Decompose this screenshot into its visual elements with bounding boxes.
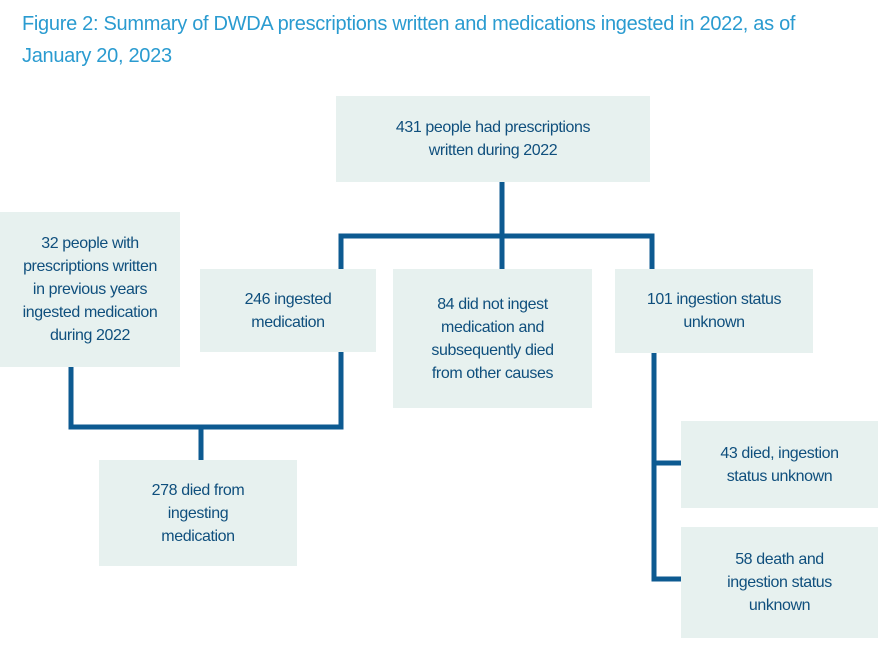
node-text-line: 84 did not ingest	[437, 295, 548, 313]
node-text-line: unknown	[683, 314, 745, 331]
node-total-prescriptions: 431 people had prescriptions written dur…	[336, 96, 650, 182]
node-ingested: 246 ingested medication	[200, 269, 376, 352]
figure-title-line-2: January 20, 2023	[22, 45, 172, 67]
node-text-line: 278 died from	[151, 481, 245, 499]
node-text-line: medication and	[441, 318, 544, 336]
node-status-unknown: 101 ingestion status unknown	[615, 269, 813, 353]
node-text-line: 58 death and	[735, 551, 824, 568]
node-text-line: 32 people with	[41, 235, 139, 252]
node-text-line: ingesting	[167, 504, 229, 522]
node-text-line: from other causes	[431, 364, 554, 382]
node-text-line: medication	[251, 313, 325, 331]
node-text-line: ingested medication	[22, 304, 158, 321]
node-text-line: in previous years	[32, 281, 148, 298]
node-died-status-unknown: 43 died, ingestion status unknown	[681, 421, 878, 508]
node-text-line: written during 2022	[428, 142, 558, 159]
node-not-ingested: 84 did not ingest medication and subsequ…	[393, 269, 592, 408]
node-previous-years: 32 people with prescriptions written in …	[0, 212, 180, 367]
node-text-line: medication	[161, 527, 235, 545]
node-text-line: unknown	[748, 597, 811, 614]
node-text-line: ingestion status	[727, 574, 832, 591]
node-text-line: 101 ingestion status	[646, 291, 782, 308]
node-text-line: status unknown	[726, 467, 833, 485]
figure-title-line-1: Figure 2: Summary of DWDA prescriptions …	[22, 13, 796, 35]
node-text-line: prescriptions written	[23, 258, 157, 275]
node-death-and-status-unknown: 58 death and ingestion status unknown	[681, 527, 878, 638]
node-text-line: 43 died, ingestion	[720, 444, 839, 462]
figure-title: Figure 2: Summary of DWDA prescriptions …	[22, 8, 882, 72]
node-text-line: during 2022	[49, 327, 131, 344]
node-text-line: subsequently died	[431, 341, 554, 359]
node-text-line: 431 people had prescriptions	[395, 119, 591, 136]
node-text-line: 246 ingested	[244, 290, 332, 308]
node-died-from-ingesting: 278 died from ingesting medication	[99, 460, 297, 566]
